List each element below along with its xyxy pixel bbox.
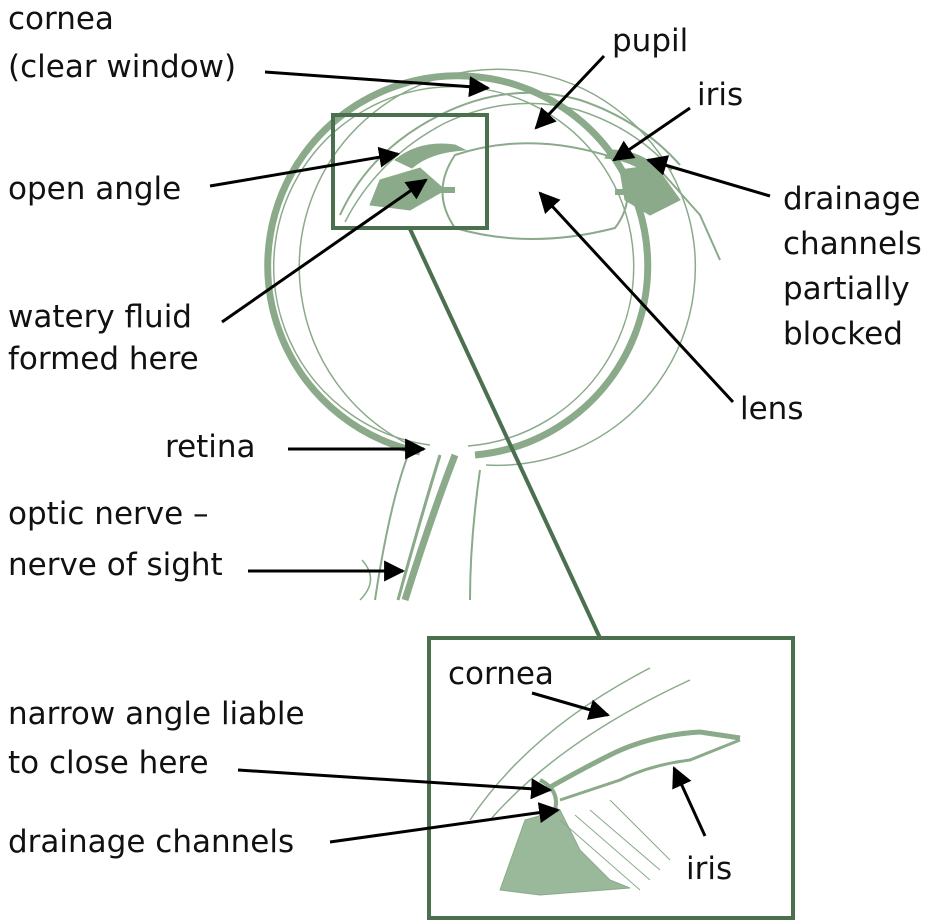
label-drainage-blocked-line3: partially (783, 270, 910, 308)
arrow-watery-fluid (222, 180, 426, 322)
label-pupil: pupil (612, 22, 688, 60)
connector-line (410, 229, 600, 638)
label-inset-cornea: cornea (448, 655, 554, 693)
label-drainage-blocked-line4: blocked (783, 315, 903, 353)
label-narrow-angle-line1: narrow angle liable (8, 695, 305, 733)
label-inset-iris: iris (686, 850, 732, 888)
label-optic-nerve-line2: nerve of sight (8, 546, 223, 584)
label-cornea-line2: (clear window) (8, 48, 236, 86)
label-narrow-angle-line2: to close here (8, 744, 209, 782)
label-open-angle: open angle (8, 170, 181, 208)
label-drainage-channels: drainage channels (8, 823, 294, 861)
label-watery-fluid-line2: formed here (8, 340, 199, 378)
label-drainage-blocked-line2: channels (783, 225, 922, 263)
label-retina: retina (165, 428, 256, 466)
iris-shape (370, 144, 720, 260)
label-cornea-line1: cornea (8, 0, 114, 38)
label-optic-nerve-line1: optic nerve – (8, 495, 209, 533)
label-watery-fluid-line1: watery fluid (8, 298, 192, 336)
label-drainage-blocked-line1: drainage (783, 180, 920, 218)
label-iris: iris (697, 76, 743, 114)
arrow-pupil (536, 56, 604, 128)
label-lens: lens (740, 390, 803, 428)
optic-nerve-shape (360, 450, 480, 600)
